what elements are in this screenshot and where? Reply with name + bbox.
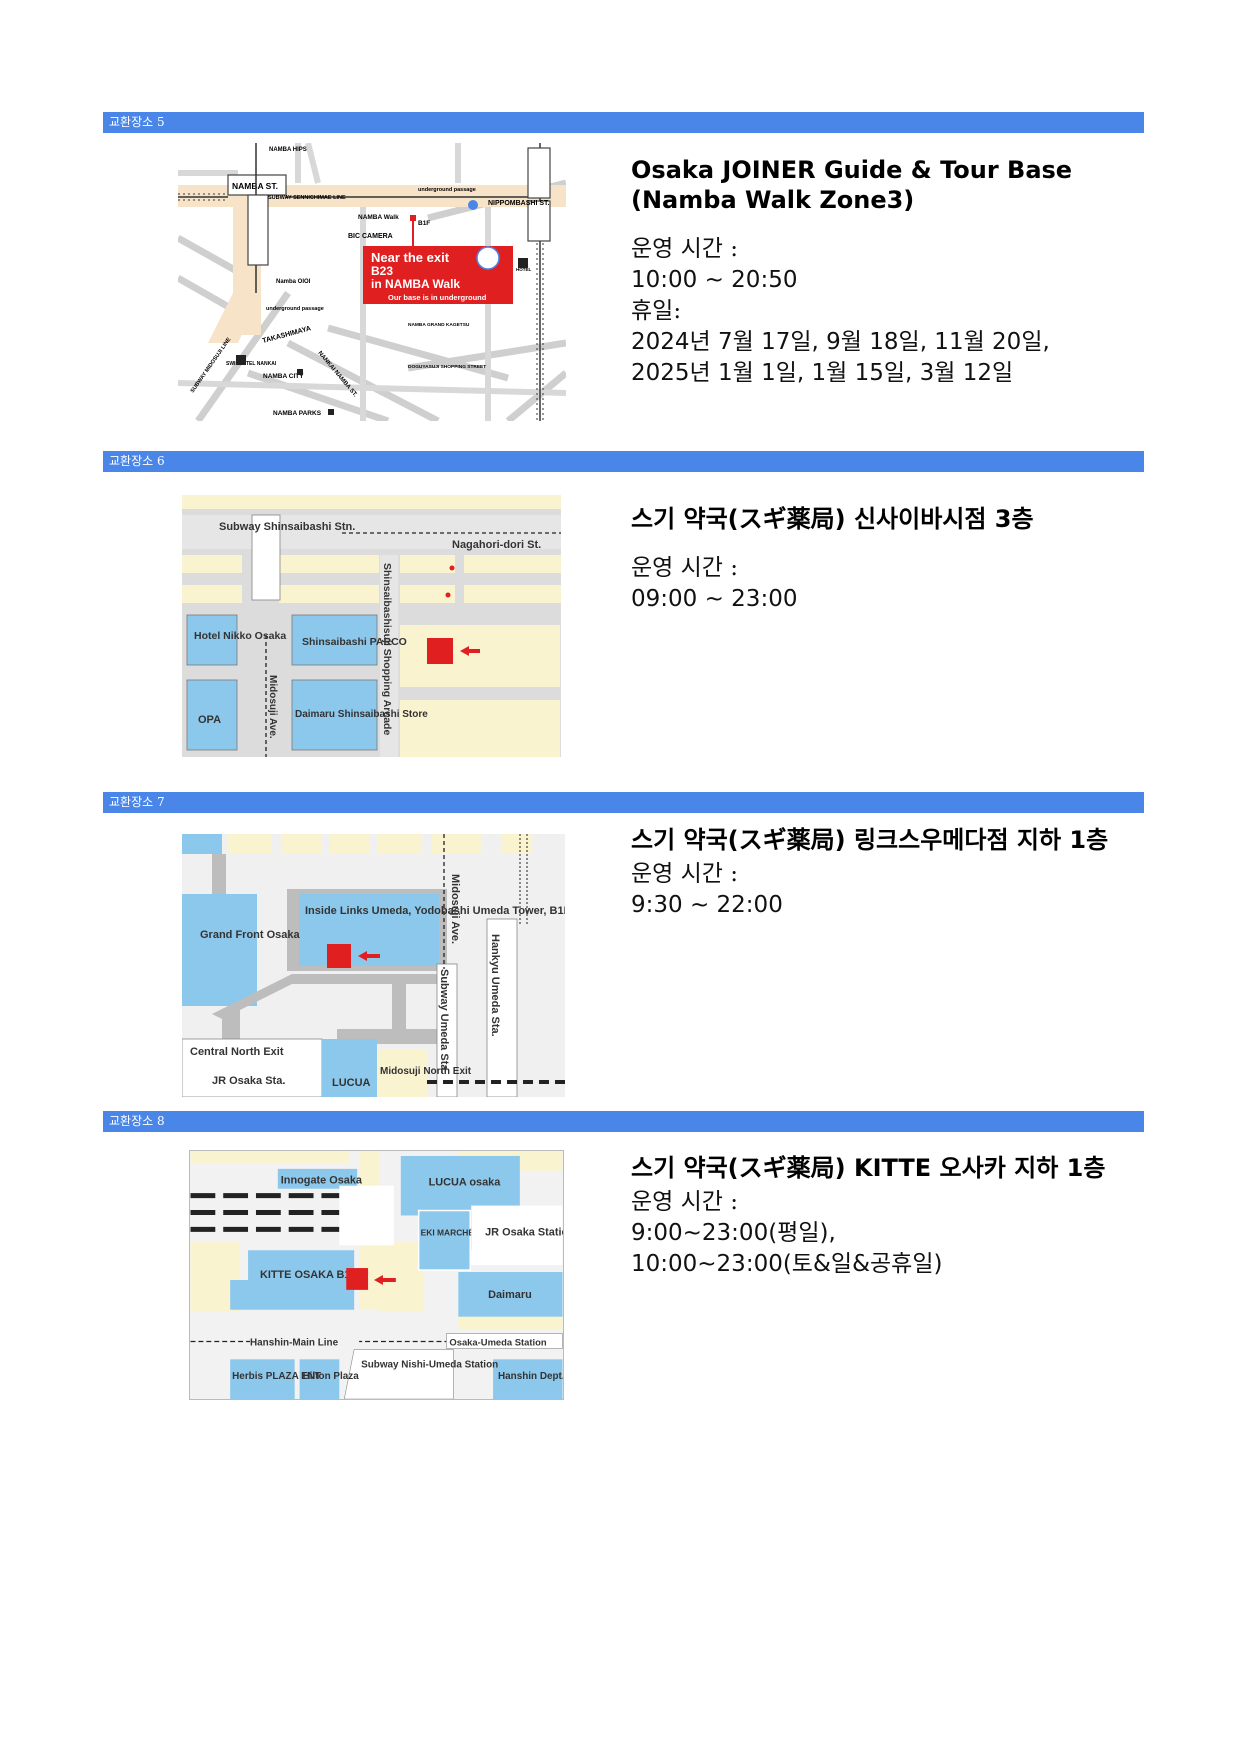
svg-text:Osaka-Umeda Station: Osaka-Umeda Station xyxy=(449,1336,546,1347)
svg-text:NAMBA HIPS: NAMBA HIPS xyxy=(269,147,307,153)
svg-text:Our base is in underground: Our base is in underground xyxy=(388,293,487,302)
svg-text:Midosuji Ave.: Midosuji Ave. xyxy=(449,874,461,944)
svg-text:NAMBA CITY: NAMBA CITY xyxy=(263,373,304,380)
section-7-header: 교환장소 7 xyxy=(103,792,1144,813)
svg-text:Namba OIOI: Namba OIOI xyxy=(276,279,311,285)
svg-text:Shinsaibashi PARCO: Shinsaibashi PARCO xyxy=(302,636,407,648)
section-6-title: 스기 약국(スギ薬局) 신사이바시점 3층 xyxy=(631,505,1034,533)
svg-text:KITTE OSAKA B1F: KITTE OSAKA B1F xyxy=(260,1269,357,1281)
svg-text:Midosuji Ave.: Midosuji Ave. xyxy=(267,675,278,739)
svg-text:Daimaru: Daimaru xyxy=(488,1289,532,1301)
shinsaibashi-map: Subway Shinsaibashi Stn. Nagahori-dori S… xyxy=(182,495,561,757)
section-8-hours: 9:00~23:00(평일), xyxy=(631,1220,836,1246)
section-7-hours-label: 운영 시간 : xyxy=(631,861,739,887)
namba-walk-map: NAMBA ST. NIPPOMBASHI ST. SUBWAY SENNICH… xyxy=(178,143,566,421)
svg-text:Subway Nishi-Umeda Station: Subway Nishi-Umeda Station xyxy=(361,1359,498,1370)
svg-text:Inside Links Umeda, Yodobashi: Inside Links Umeda, Yodobashi Umeda Towe… xyxy=(305,905,565,917)
svg-text:Subway Umeda Sta.: Subway Umeda Sta. xyxy=(438,969,450,1074)
section-5-header: 교환장소 5 xyxy=(103,112,1144,133)
svg-text:Innogate Osaka: Innogate Osaka xyxy=(281,1175,363,1187)
svg-text:Hanshin Dept. Store: Hanshin Dept. Store xyxy=(498,1371,563,1382)
kitte-osaka-map: Innogate Osaka LUCUA osaka EKI MARCHÉ Os… xyxy=(189,1150,564,1400)
svg-text:NAMBA PARKS: NAMBA PARKS xyxy=(273,410,322,417)
svg-text:underground passage: underground passage xyxy=(418,187,476,193)
svg-text:BIC CAMERA: BIC CAMERA xyxy=(348,233,393,240)
section-5-closed-date: 2024년 7월 17일, 9월 18일, 11월 20일, xyxy=(631,329,1050,355)
section-7-title: 스기 약국(スギ薬局) 링크스우메다점 지하 1층 xyxy=(631,826,1109,854)
section-5-hours: 10:00 ~ 20:50 xyxy=(631,267,798,293)
svg-text:JR Osaka Station: JR Osaka Station xyxy=(485,1226,563,1238)
svg-text:OPA: OPA xyxy=(198,714,221,726)
svg-text:B23: B23 xyxy=(371,264,393,278)
section-8-hours: 10:00~23:00(토&일&공휴일) xyxy=(631,1251,943,1277)
svg-text:NIPPOMBASHI ST.: NIPPOMBASHI ST. xyxy=(488,200,550,207)
svg-text:B1F: B1F xyxy=(418,220,430,227)
section-8-hours-label: 운영 시간 : xyxy=(631,1189,739,1215)
svg-text:Hilton Plaza: Hilton Plaza xyxy=(303,1371,360,1382)
svg-text:EKI MARCHÉ Osaka: EKI MARCHÉ Osaka xyxy=(421,1227,502,1237)
svg-text:DOGUYASUJI SHOPPING STREET: DOGUYASUJI SHOPPING STREET xyxy=(408,364,486,370)
svg-text:Daimaru Shinsaibashi Store: Daimaru Shinsaibashi Store xyxy=(295,709,428,720)
section-6-hours: 09:00 ~ 23:00 xyxy=(631,586,798,612)
section-5-closed-date: 2025년 1월 1일, 1월 15일, 3월 12일 xyxy=(631,360,1014,386)
svg-text:HOTEL: HOTEL xyxy=(516,267,532,272)
svg-text:Near the exit: Near the exit xyxy=(371,250,450,265)
svg-text:NAMBA GRAND KAGETSU: NAMBA GRAND KAGETSU xyxy=(408,322,470,328)
svg-text:LUCUA osaka: LUCUA osaka xyxy=(429,1177,502,1189)
section-6-hours-label: 운영 시간 : xyxy=(631,555,739,581)
svg-text:SUBWAY SENNICHIMAE LINE: SUBWAY SENNICHIMAE LINE xyxy=(268,195,346,201)
section-5-info: Osaka JOINER Guide & Tour Base (Namba Wa… xyxy=(631,155,1151,389)
section-6-header: 교환장소 6 xyxy=(103,451,1144,472)
svg-text:SWISSOTEL NANKAI: SWISSOTEL NANKAI xyxy=(226,361,277,367)
map-namba-st: NAMBA ST. xyxy=(232,181,278,191)
svg-text:Hotel Nikko Osaka: Hotel Nikko Osaka xyxy=(194,630,286,642)
svg-text:Central North Exit: Central North Exit xyxy=(190,1046,284,1058)
svg-text:Shinsaibashisuji Shopping Arca: Shinsaibashisuji Shopping Arcade xyxy=(381,563,393,735)
svg-text:JR Osaka Sta.: JR Osaka Sta. xyxy=(212,1075,285,1087)
svg-text:Herbis PLAZA ENT: Herbis PLAZA ENT xyxy=(232,1371,321,1382)
svg-text:Nagahori-dori St.: Nagahori-dori St. xyxy=(452,539,541,551)
section-5-closed-label: 휴일: xyxy=(631,298,682,324)
svg-text:NAMBA Walk: NAMBA Walk xyxy=(358,214,399,221)
svg-text:Midosuji North Exit: Midosuji North Exit xyxy=(380,1066,472,1077)
section-5-title: Osaka JOINER Guide & Tour Base (Namba Wa… xyxy=(631,156,1073,214)
svg-text:TAKASHIMAYA: TAKASHIMAYA xyxy=(262,325,312,345)
section-8-header: 교환장소 8 xyxy=(103,1111,1144,1132)
svg-text:Subway Shinsaibashi Stn.: Subway Shinsaibashi Stn. xyxy=(219,521,355,533)
svg-text:Hanshin-Main Line: Hanshin-Main Line xyxy=(250,1337,339,1348)
section-8-info: 스기 약국(スギ薬局) KITTE 오사카 지하 1층 운영 시간 : 9:00… xyxy=(631,1153,1151,1280)
svg-text:Hankyu Umeda Sta.: Hankyu Umeda Sta. xyxy=(489,934,501,1037)
svg-text:Grand Front Osaka: Grand Front Osaka xyxy=(200,929,301,941)
section-7-info: 스기 약국(スギ薬局) 링크스우메다점 지하 1층 운영 시간 : 9:30 ~… xyxy=(631,825,1151,921)
links-umeda-map: Grand Front Osaka Inside Links Umeda, Yo… xyxy=(182,834,565,1097)
section-8-title: 스기 약국(スギ薬局) KITTE 오사카 지하 1층 xyxy=(631,1154,1106,1182)
section-6-info: 스기 약국(スギ薬局) 신사이바시점 3층 운영 시간 : 09:00 ~ 23… xyxy=(631,504,1151,615)
section-7-hours: 9:30 ~ 22:00 xyxy=(631,892,783,918)
svg-text:underground passage: underground passage xyxy=(266,306,324,312)
svg-text:LUCUA: LUCUA xyxy=(332,1077,371,1089)
svg-text:in NAMBA Walk: in NAMBA Walk xyxy=(371,277,460,291)
section-5-hours-label: 운영 시간 : xyxy=(631,236,739,262)
